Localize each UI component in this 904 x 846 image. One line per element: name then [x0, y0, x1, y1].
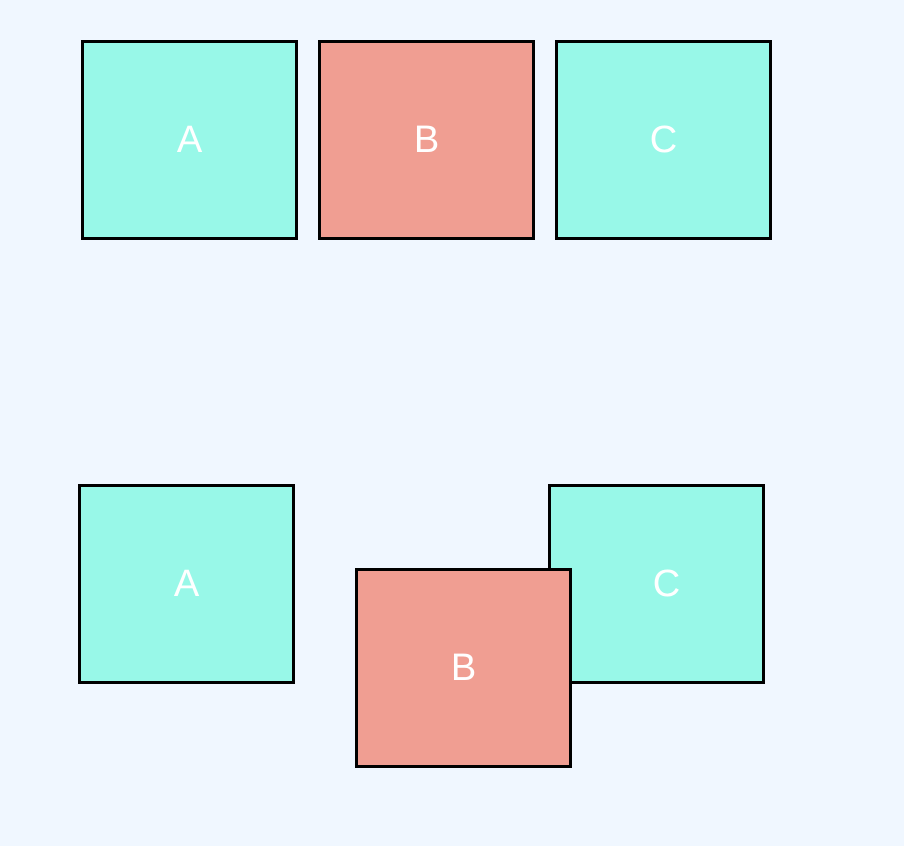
top-arrangement: A B C [0, 0, 904, 300]
top-box-c: C [555, 40, 772, 240]
bottom-box-b: B [355, 568, 572, 768]
top-box-c-label: C [649, 119, 678, 161]
top-box-b: B [318, 40, 535, 240]
bottom-box-b-label: B [450, 647, 477, 689]
bottom-arrangement: A C B [0, 440, 904, 846]
top-box-a: A [81, 40, 298, 240]
bottom-box-a-label: A [173, 563, 200, 605]
bottom-box-a: A [78, 484, 295, 684]
top-box-a-label: A [176, 119, 203, 161]
bottom-box-c-label: C [652, 563, 681, 605]
bottom-box-c: C [548, 484, 765, 684]
top-box-b-label: B [413, 119, 440, 161]
